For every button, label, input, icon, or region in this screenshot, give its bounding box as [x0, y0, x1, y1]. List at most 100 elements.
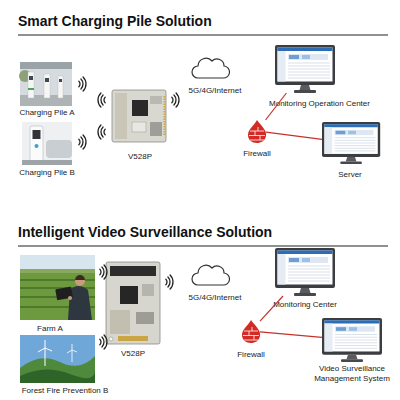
node-label: Monitoring Center [270, 300, 340, 310]
wireless-signal [100, 265, 107, 279]
module-board [142, 284, 154, 296]
node-label: Charging Pile A [12, 108, 82, 118]
node-label: Server [325, 170, 375, 180]
charging-pile-photo [22, 122, 72, 165]
charging-pile-photo [44, 74, 50, 98]
charging-pile-photo [28, 88, 34, 90]
network-node: 5G/4G/Internet [192, 58, 226, 78]
network-node: Charging Pile A [20, 62, 72, 106]
node-label: Monitoring Operation Center [262, 99, 377, 109]
charging-pile-photo [22, 122, 72, 165]
charging-pile-photo [58, 76, 63, 98]
charging-pile-photo [33, 130, 41, 139]
wireless-signal [100, 335, 107, 349]
forest-photo [20, 356, 95, 383]
node-label: Forest Fire Prevention B [10, 386, 120, 396]
charging-pile-photo [20, 62, 72, 69]
charging-pile-photo [59, 79, 62, 82]
module-board [132, 122, 146, 132]
network-node: V528P [112, 90, 166, 142]
module-board [106, 262, 160, 344]
farm-photo [20, 255, 95, 320]
module-board [112, 90, 166, 142]
module-board [150, 96, 162, 104]
section-title: Smart Charging Pile Solution [18, 13, 212, 29]
network-node: V528P [106, 262, 160, 344]
farm-photo [20, 255, 95, 269]
farm-photo [68, 296, 72, 300]
section-underline [18, 245, 388, 246]
node-label: Video Surveillance Management System [312, 364, 392, 384]
forest-photo [67, 344, 77, 362]
wireless-signal [98, 93, 105, 107]
charging-pile-photo [35, 144, 39, 148]
module-board [132, 100, 148, 116]
network-node: Farm A [20, 255, 95, 320]
forest-photo [20, 335, 95, 383]
node-label: 5G/4G/Internet [180, 293, 250, 303]
monitor-icon [322, 122, 380, 164]
module-board [106, 262, 160, 344]
forest-photo [20, 369, 95, 383]
monitor-icon [322, 318, 382, 362]
farm-photo [20, 255, 95, 320]
network-link [260, 332, 322, 338]
charging-pile-photo [19, 62, 72, 106]
charging-pile-photo [22, 160, 72, 165]
module-board [110, 310, 130, 334]
charging-pile-photo [46, 140, 72, 158]
module-board [115, 93, 127, 139]
farm-photo [20, 269, 95, 273]
section-title: Intelligent Video Surveillance Solution [18, 224, 272, 240]
network-node: 5G/4G/Internet [192, 265, 226, 285]
network-link [266, 132, 322, 139]
forest-photo [20, 335, 95, 383]
node-label: Firewall [232, 149, 282, 159]
monitor-icon [275, 45, 335, 93]
charging-pile-photo [28, 72, 34, 98]
module-board [118, 336, 148, 341]
node-label: V528P [103, 349, 163, 359]
network-node: Firewall [242, 320, 260, 342]
charging-pile-photo [45, 78, 49, 82]
network-node: Monitoring Operation Center [275, 45, 335, 93]
wireless-signal [79, 77, 86, 91]
node-label: Charging Pile B [12, 168, 82, 178]
module-board [109, 337, 113, 341]
section-underline [18, 35, 388, 246]
module-board [112, 90, 166, 142]
network-link [266, 93, 287, 120]
network-node: Charging Pile B [22, 122, 72, 165]
module-board [136, 312, 154, 324]
farm-photo [75, 275, 85, 280]
network-node: Firewall [248, 120, 266, 142]
monitor-icon [275, 45, 382, 362]
farm-photo [55, 287, 73, 301]
firewall-icon [242, 320, 260, 343]
cloud-icon [192, 265, 230, 285]
module-board [164, 96, 166, 136]
wireless-signal [166, 275, 173, 289]
node-label: V528P [110, 152, 170, 162]
farm-photo [75, 276, 85, 286]
module-board [120, 286, 138, 304]
wireless-signal [79, 135, 86, 149]
wireless-signal [98, 125, 105, 139]
network-node: Server [322, 122, 380, 164]
node-label: Firewall [226, 350, 276, 360]
module-board [110, 266, 156, 276]
monitor-icon [275, 248, 335, 296]
charging-pile-photo [20, 62, 72, 106]
network-node: Forest Fire Prevention B [20, 335, 95, 383]
wireless-signal [172, 93, 179, 107]
module-board [150, 122, 162, 136]
network-node: Video Surveillance Management System [322, 318, 382, 362]
section-underline [18, 34, 388, 35]
node-label: 5G/4G/Internet [180, 86, 250, 96]
charging-pile-photo [29, 76, 33, 80]
firewall-icon [248, 120, 266, 143]
node-label: Farm A [20, 324, 80, 334]
